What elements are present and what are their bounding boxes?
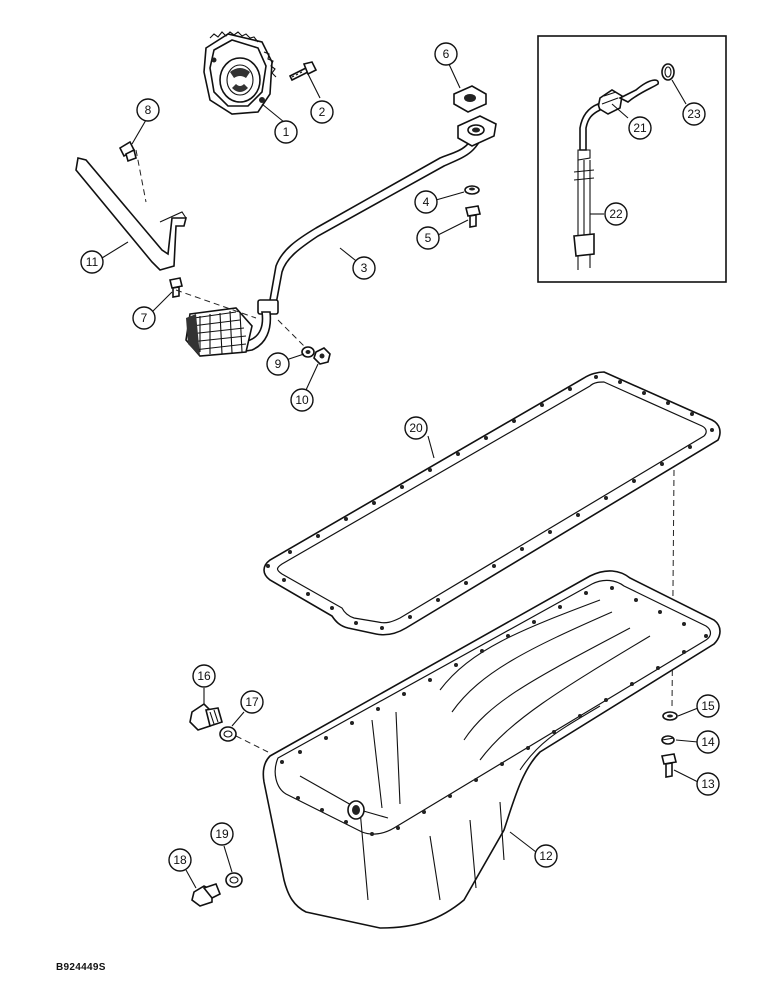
svg-text:17: 17: [245, 695, 259, 709]
callout-2: 2: [310, 100, 334, 124]
bracket-bolt-8: [118, 140, 137, 163]
callout-15: 15: [696, 694, 720, 718]
drain-plug-16: [189, 702, 223, 731]
callout-11: 11: [80, 250, 104, 274]
svg-text:1: 1: [283, 125, 290, 139]
svg-text:20: 20: [409, 421, 423, 435]
tube-flange-gasket: [453, 85, 487, 113]
svg-text:7: 7: [141, 311, 148, 325]
sealing-washer-19: [225, 872, 243, 888]
svg-text:11: 11: [86, 255, 99, 269]
callout-1: 1: [274, 120, 298, 144]
svg-text:3: 3: [361, 261, 368, 275]
pan-flange-bolt-holes: [280, 586, 708, 836]
washer-4: [464, 185, 480, 195]
bolt-13: [661, 753, 677, 778]
svg-text:6: 6: [443, 47, 450, 61]
svg-text:22: 22: [609, 207, 623, 221]
bolt-5: [465, 205, 481, 228]
svg-text:10: 10: [295, 393, 309, 407]
svg-text:23: 23: [687, 107, 701, 121]
callout-16: 16: [192, 664, 216, 688]
svg-text:4: 4: [423, 195, 430, 209]
oil-pan: [262, 570, 721, 929]
lockwasher-14: [661, 735, 675, 745]
callout-10: 10: [290, 388, 314, 412]
callout-6: 6: [434, 42, 458, 66]
callout-8: 8: [136, 98, 160, 122]
svg-text:12: 12: [539, 849, 553, 863]
callout-14: 14: [696, 730, 720, 754]
callout-4: 4: [414, 190, 438, 214]
callout-21: 21: [628, 116, 652, 140]
svg-text:5: 5: [425, 231, 432, 245]
dipstick-harness: [573, 149, 595, 270]
svg-text:8: 8: [145, 103, 152, 117]
oil-pump: [203, 31, 277, 115]
callout-5: 5: [416, 226, 440, 250]
washer-15: [662, 711, 678, 721]
bracket-bolt-7: [169, 277, 183, 298]
callout-22: 22: [604, 202, 628, 226]
svg-text:9: 9: [275, 357, 282, 371]
svg-text:2: 2: [319, 105, 326, 119]
callout-9: 9: [266, 352, 290, 376]
support-bracket: [75, 157, 188, 271]
sealing-washer-17: [219, 726, 237, 742]
svg-text:18: 18: [173, 853, 187, 867]
svg-text:15: 15: [701, 699, 715, 713]
callout-12: 12: [534, 844, 558, 868]
dipstick-tube-assembly: [579, 79, 660, 151]
callout-3: 3: [352, 256, 376, 280]
svg-text:16: 16: [197, 669, 211, 683]
washer-9: [301, 346, 315, 358]
svg-text:21: 21: [633, 121, 647, 135]
oil-pan-gasket: [263, 371, 721, 636]
callout-7: 7: [132, 306, 156, 330]
figure-reference-code: B924449S: [56, 962, 106, 973]
pump-mounting-bolt: [288, 61, 318, 82]
callout-18: 18: [168, 848, 192, 872]
gasket-bolt-holes: [266, 375, 714, 630]
oil-pickup-tube: [185, 115, 497, 357]
leader-lines: [101, 61, 699, 889]
callout-23: 23: [682, 102, 706, 126]
svg-text:19: 19: [215, 827, 229, 841]
callout-13: 13: [696, 772, 720, 796]
callout-20: 20: [404, 416, 428, 440]
callout-19: 19: [210, 822, 234, 846]
svg-text:13: 13: [701, 777, 715, 791]
dipstick-inset-frame: [537, 35, 727, 283]
nut-10: [313, 347, 331, 365]
o-ring-23: [661, 63, 675, 81]
plug-18: [191, 883, 222, 907]
callout-17: 17: [240, 690, 264, 714]
svg-text:14: 14: [701, 735, 715, 749]
